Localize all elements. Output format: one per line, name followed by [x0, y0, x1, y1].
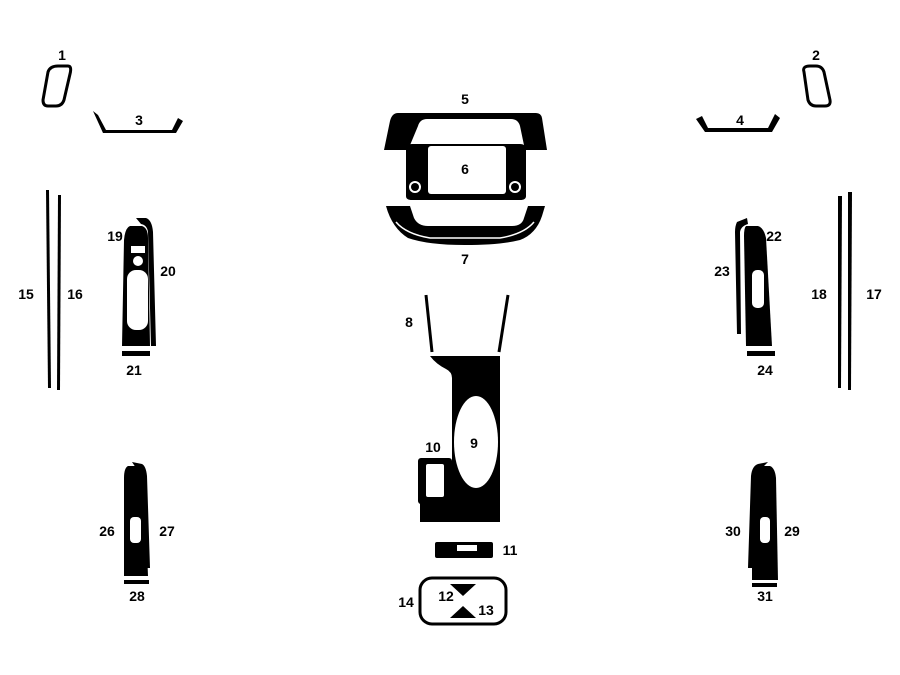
label-30: 30 — [725, 523, 741, 539]
label-16: 16 — [67, 286, 83, 302]
part-20-shape — [136, 218, 156, 346]
part-21-shape — [122, 351, 150, 356]
label-21: 21 — [126, 362, 142, 378]
part-31-shape — [752, 583, 777, 587]
part-19-handle-opening — [127, 270, 148, 330]
label-31: 31 — [757, 588, 773, 604]
label-1: 1 — [58, 47, 66, 63]
label-3: 3 — [135, 112, 143, 128]
part-15-shape — [46, 190, 51, 388]
label-6: 6 — [461, 161, 469, 177]
part-14-shape — [418, 576, 508, 626]
label-20: 20 — [160, 263, 176, 279]
label-14: 14 — [398, 594, 414, 610]
part-13-shape — [450, 606, 476, 618]
part-23-shape — [735, 218, 748, 334]
part-8-right-line — [497, 294, 510, 353]
label-26: 26 — [99, 523, 115, 539]
part-2-shape — [802, 64, 832, 108]
part-11-opening — [457, 545, 477, 551]
label-29: 29 — [784, 523, 800, 539]
part-3-shape — [93, 111, 183, 133]
part-6-left-knob-inner — [411, 183, 419, 191]
part-7-inner-line — [395, 221, 535, 239]
label-18: 18 — [811, 286, 827, 302]
label-19: 19 — [107, 228, 123, 244]
part-26-opening — [130, 517, 141, 543]
part-16-shape — [57, 195, 61, 390]
part-29-opening — [760, 517, 770, 543]
label-10: 10 — [425, 439, 441, 455]
part-7-shape — [386, 206, 545, 245]
label-15: 15 — [18, 286, 34, 302]
part-8-left-line — [424, 294, 434, 353]
part-10-opening — [426, 464, 444, 497]
label-5: 5 — [461, 91, 469, 107]
part-4-shape — [696, 114, 780, 132]
label-7: 7 — [461, 251, 469, 267]
part-19-switch — [131, 246, 145, 253]
part-6-right-knob-inner — [511, 183, 519, 191]
label-4: 4 — [736, 112, 744, 128]
label-23: 23 — [714, 263, 730, 279]
part-12-shape — [450, 584, 476, 596]
part-9-cup-opening — [454, 396, 498, 488]
label-28: 28 — [129, 588, 145, 604]
part-5-shape — [384, 113, 547, 150]
label-11: 11 — [503, 542, 518, 558]
label-8: 8 — [405, 314, 413, 330]
label-12: 12 — [438, 588, 454, 604]
part-17-shape — [848, 192, 852, 390]
part-19-knob — [133, 256, 143, 266]
label-27: 27 — [159, 523, 175, 539]
part-24-shape — [747, 351, 775, 356]
label-13: 13 — [478, 602, 494, 618]
label-17: 17 — [866, 286, 882, 302]
part-28-shape — [124, 580, 149, 584]
part-6-screen — [428, 146, 506, 194]
label-2: 2 — [812, 47, 820, 63]
part-18-shape — [838, 196, 842, 388]
part-1-shape — [41, 64, 73, 108]
label-22: 22 — [766, 228, 782, 244]
label-24: 24 — [757, 362, 773, 378]
label-9: 9 — [470, 435, 478, 451]
part-22-handle-opening — [752, 270, 764, 308]
